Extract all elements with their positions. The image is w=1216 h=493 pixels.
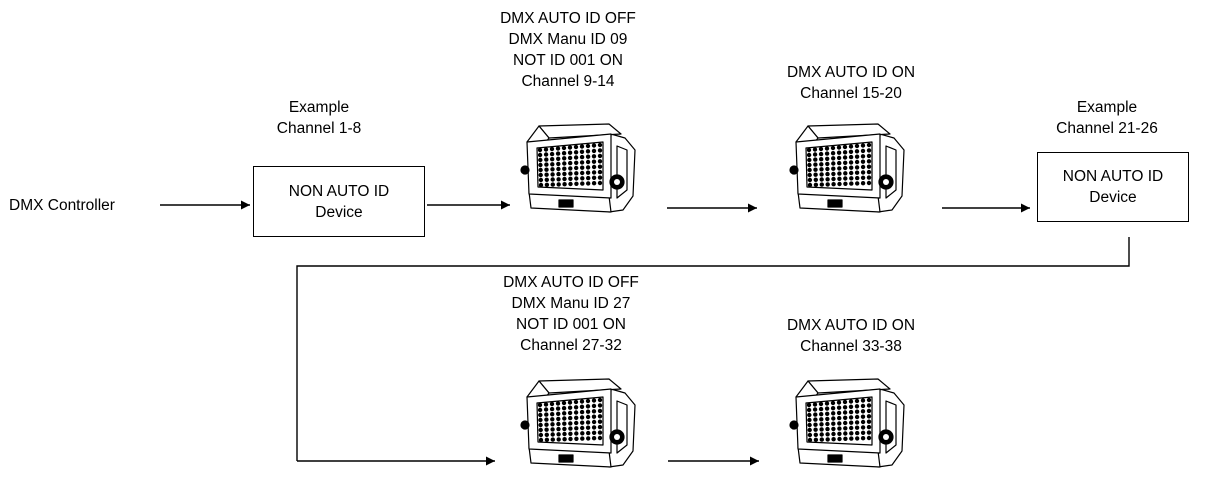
caption-line: DMX AUTO ID ON xyxy=(786,317,916,334)
caption-line: DMX AUTO ID ON xyxy=(786,64,916,81)
device-box-line: NON AUTO ID xyxy=(1062,168,1164,185)
caption-line: DMX AUTO ID OFF xyxy=(503,274,639,291)
dmx-controller-label: DMX Controller xyxy=(9,197,115,214)
caption-line: NOT ID 001 ON xyxy=(516,316,626,333)
caption-line: Channel 33-38 xyxy=(800,338,902,355)
led-flood-light-icon xyxy=(789,123,905,213)
caption-line: NOT ID 001 ON xyxy=(513,52,623,69)
fixture-1-caption: DMX AUTO ID OFF DMX Manu ID 09 NOT ID 00… xyxy=(500,8,636,92)
led-flood-light-icon xyxy=(789,378,905,468)
caption-line: Channel 9-14 xyxy=(521,73,615,90)
caption-line: Channel 1-8 xyxy=(276,120,362,137)
device-box-line: Device xyxy=(315,203,363,221)
caption-line: Example xyxy=(1076,99,1138,116)
led-flood-light-icon xyxy=(520,378,636,468)
caption-line: Channel 15-20 xyxy=(800,85,902,102)
caption-line: Channel 21-26 xyxy=(1056,120,1158,137)
device-box-line: Device xyxy=(1089,189,1137,206)
caption-line: DMX Manu ID 09 xyxy=(508,31,628,48)
caption-line: DMX Manu ID 27 xyxy=(511,295,631,312)
led-flood-light-icon xyxy=(520,123,636,213)
device-box-line: NON AUTO ID xyxy=(288,182,390,200)
non-auto-id-device-right: NON AUTO ID Device xyxy=(1037,152,1189,222)
fixture-4-caption: DMX AUTO ID ON Channel 33-38 xyxy=(787,315,915,357)
caption-line: DMX AUTO ID OFF xyxy=(500,10,636,27)
return-line xyxy=(296,237,1130,461)
non-auto-id-device-left: NON AUTO ID Device xyxy=(253,166,425,237)
caption-line: Example xyxy=(288,99,350,116)
caption-line: Channel 27-32 xyxy=(520,337,622,354)
device-left-caption: Example Channel 1-8 xyxy=(277,97,361,139)
device-right-caption: Example Channel 21-26 xyxy=(1056,97,1158,139)
fixture-3-caption: DMX AUTO ID OFF DMX Manu ID 27 NOT ID 00… xyxy=(503,272,639,356)
fixture-2-caption: DMX AUTO ID ON Channel 15-20 xyxy=(787,62,915,104)
